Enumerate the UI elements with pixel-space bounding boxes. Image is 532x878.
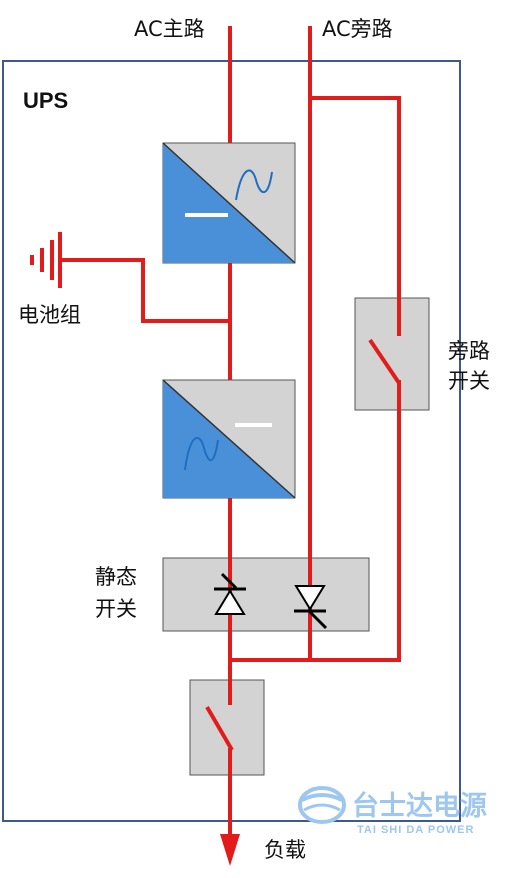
static-switch-block (162, 557, 370, 632)
battery-icon (30, 240, 54, 280)
watermark-name-en: TAI SHI DA POWER (357, 824, 474, 836)
static-switch-label-line2: 开关 (95, 597, 137, 621)
watermark-logo: 台士达电源 TAI SHI DA POWER (298, 786, 487, 836)
ac-wave-icon (235, 169, 273, 201)
battery-wire (60, 258, 230, 323)
watermark-name-cn: 台士达电源 (352, 790, 487, 822)
thyristor-icon (214, 572, 246, 615)
ac-main-label: AC主路 (134, 17, 205, 41)
ac-wave-icon (184, 437, 219, 471)
battery-label: 电池组 (18, 303, 81, 327)
switch-icon (205, 705, 234, 752)
bypass-branch-wire (310, 96, 401, 336)
rectifier-block (162, 142, 296, 264)
bypass-switch-return-wire (230, 380, 401, 662)
switch-icon (368, 338, 401, 385)
bypass-switch-label-line1: 旁路 (448, 339, 490, 363)
static-switch-label-line1: 静态 (95, 565, 137, 589)
load-label: 负载 (264, 838, 306, 862)
ac-bypass-label: AC旁路 (322, 17, 393, 41)
ups-label: UPS (23, 88, 68, 113)
inverter-block (162, 379, 296, 499)
load-arrow-icon (220, 834, 240, 866)
thyristor-icon (294, 585, 328, 630)
output-switch-block (189, 679, 265, 776)
bypass-switch-block (354, 297, 430, 411)
bypass-switch-label-line2: 开关 (448, 369, 490, 393)
